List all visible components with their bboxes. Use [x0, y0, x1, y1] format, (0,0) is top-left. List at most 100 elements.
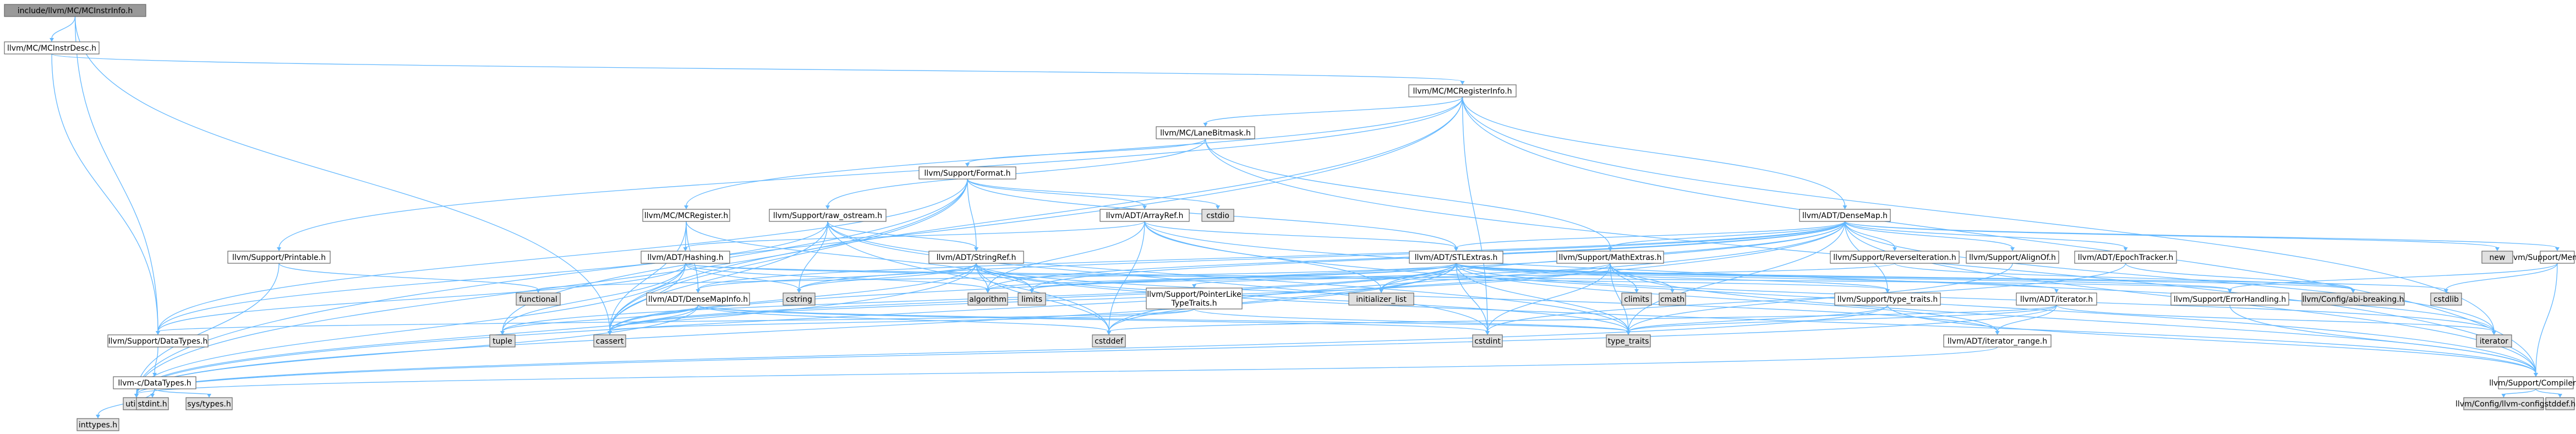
node-typetraitsh[interactable]: llvm/Support/type_traits.h	[1834, 292, 1941, 306]
node-iterrange[interactable]: llvm/ADT/iterator_range.h	[1943, 334, 2052, 348]
node-cmath[interactable]: cmath	[1659, 292, 1686, 306]
node-algorithm[interactable]: algorithm	[967, 292, 1008, 306]
node-box-stlextras	[1409, 251, 1503, 264]
arrowhead-compiler-to-llvmconfig	[2501, 394, 2506, 398]
arrowhead-mathextras-to-cmath	[1670, 289, 1675, 293]
arrowhead-stlextras-to-adtiterator	[2054, 289, 2059, 293]
node-rawostream[interactable]: llvm/Support/raw_ostream.h	[769, 209, 887, 222]
edge-compiler-to-stddef	[2535, 388, 2561, 395]
edge-adtiterator-to-iterrange	[1997, 305, 2057, 332]
node-llvmc[interactable]: llvm-c/DataTypes.h	[113, 376, 196, 389]
arrowhead-adtiterator-to-iterator	[2492, 331, 2496, 335]
node-stlextras[interactable]: llvm/ADT/STLExtras.h	[1409, 251, 1503, 264]
node-limits[interactable]: limits	[1018, 292, 1046, 306]
arrowhead-densemap-to-new	[2495, 247, 2500, 251]
edge-format-to-arrayref	[967, 178, 1145, 207]
node-label-functional: functional	[519, 295, 557, 304]
node-printable[interactable]: llvm/Support/Printable.h	[227, 251, 331, 264]
node-box-new	[2481, 251, 2513, 264]
node-box-initlist	[1348, 292, 1414, 306]
node-datatypes[interactable]: llvm/Support/DataTypes.h	[107, 334, 209, 348]
edge-hashing-to-utility	[136, 263, 686, 395]
edge-epochtracker-to-abibreaking	[2125, 263, 2354, 290]
arrowhead-iterrange-to-utility	[134, 394, 139, 398]
edge-reginfo-to-utility	[136, 96, 1463, 395]
node-densemap[interactable]: llvm/ADT/DenseMap.h	[1799, 209, 1891, 222]
node-iterator[interactable]: iterator	[2476, 334, 2512, 348]
edge-densemapinfo-to-cstdint	[697, 305, 1488, 332]
edge-hashing-to-datatypes	[157, 263, 686, 332]
edge-densemap-to-alignof	[1844, 221, 2013, 248]
edge-reginfo-to-cassert	[609, 96, 1463, 332]
node-cstdint[interactable]: cstdint	[1472, 334, 1503, 348]
node-box-typetraits	[1606, 334, 1651, 348]
arrowhead-reginfo-to-lanebitmask	[1203, 123, 1208, 127]
node-systypes[interactable]: sys/types.h	[185, 397, 233, 410]
node-cstdio[interactable]: cstdio	[1201, 209, 1234, 222]
node-tuple[interactable]: tuple	[489, 334, 516, 348]
edge-llvmc-to-systypes	[154, 388, 210, 395]
node-box-reverseiter	[1830, 251, 1960, 264]
edge-format-to-cassert	[609, 178, 968, 332]
node-format[interactable]: llvm/Support/Format.h	[918, 166, 1016, 180]
arrowhead-stringref-to-cstring	[797, 289, 801, 293]
node-label-mathextras: llvm/Support/MathExtras.h	[1558, 253, 1661, 262]
node-label-iterator: iterator	[2480, 337, 2508, 346]
node-box-typetraitsh	[1834, 292, 1941, 306]
node-densemapinfo[interactable]: llvm/ADT/DenseMapInfo.h	[646, 292, 750, 306]
node-instrdesc[interactable]: llvm/MC/MCInstrDesc.h	[4, 41, 100, 55]
node-errorhandling[interactable]: llvm/Support/ErrorHandling.h	[2170, 292, 2289, 306]
edge-datatypes-to-llvmc	[154, 346, 158, 374]
node-arrayref[interactable]: llvm/ADT/ArrayRef.h	[1100, 209, 1190, 222]
node-label-adtiterator: llvm/ADT/iterator.h	[2020, 295, 2093, 304]
node-inttypes[interactable]: inttypes.h	[76, 418, 119, 431]
edge-lanebitmask-to-rawostream	[827, 138, 1206, 207]
node-stddef[interactable]: stddef.h	[2545, 397, 2575, 410]
node-new[interactable]: new	[2481, 251, 2513, 264]
node-epochtracker[interactable]: llvm/ADT/EpochTracker.h	[2074, 251, 2177, 264]
arrowhead-errorhandling-to-compiler	[2534, 373, 2538, 377]
arrowhead-epochtracker-to-abibreaking	[2351, 289, 2355, 293]
arrowhead-mathextras-to-limits	[1030, 289, 1034, 293]
node-label-typetraits: type_traits	[1608, 337, 1649, 346]
arrowhead-adtiterator-to-cstddef	[1107, 331, 1111, 335]
arrowhead-adtiterator-to-typetraits	[1626, 331, 1631, 335]
node-cstddef[interactable]: cstddef	[1092, 334, 1126, 348]
node-mathextras[interactable]: llvm/Support/MathExtras.h	[1556, 251, 1664, 264]
edge-adtiterator-to-typetraits	[1628, 305, 2057, 332]
node-llvmconfig[interactable]: llvm/Config/llvm-config.h	[2455, 397, 2552, 410]
node-hashing[interactable]: llvm/ADT/Hashing.h	[641, 251, 730, 264]
node-mcregister[interactable]: llvm/MC/MCRegister.h	[642, 209, 730, 222]
arrowhead-format-to-cstdio	[1216, 205, 1220, 209]
node-stringref[interactable]: llvm/ADT/StringRef.h	[928, 251, 1024, 264]
node-cstdlib[interactable]: cstdlib	[2430, 292, 2462, 306]
node-lanebitmask[interactable]: llvm/MC/LaneBitmask.h	[1156, 126, 1255, 139]
node-box-densemapinfo	[646, 292, 750, 306]
arrowhead-pointerlike-to-datatypes	[156, 331, 160, 335]
edge-rawostream-to-datatypes	[157, 221, 828, 332]
node-typetraits[interactable]: type_traits	[1606, 334, 1651, 348]
node-initlist[interactable]: initializer_list	[1348, 292, 1414, 306]
node-functional[interactable]: functional	[516, 292, 561, 306]
edge-densemap-to-stlextras	[1456, 221, 1846, 248]
node-memalloc[interactable]: llvm/Support/MemAlloc.h	[2509, 251, 2576, 264]
node-label-errorhandling: llvm/Support/ErrorHandling.h	[2174, 295, 2286, 304]
edge-hashing-to-typetraitsh	[685, 263, 1888, 290]
node-abibreaking[interactable]: llvm/Config/abi-breaking.h	[2301, 292, 2405, 306]
node-label-pointerlike-line2: TypeTraits.h	[1171, 299, 1217, 308]
node-alignof[interactable]: llvm/Support/AlignOf.h	[1966, 251, 2059, 264]
edge-stlextras-to-typetraitsh	[1456, 263, 1888, 290]
node-label-compiler: llvm/Support/Compiler.h	[2489, 379, 2576, 388]
node-reverseiter[interactable]: llvm/Support/ReverseIteration.h	[1830, 251, 1960, 264]
node-cassert[interactable]: cassert	[593, 334, 626, 348]
node-cstring[interactable]: cstring	[783, 292, 816, 306]
edge-densemap-to-typetraits	[1628, 221, 1846, 332]
node-climits[interactable]: climits	[1621, 292, 1652, 306]
edge-stlextras-to-adtiterator	[1456, 263, 2057, 290]
node-compiler[interactable]: llvm/Support/Compiler.h	[2489, 376, 2576, 389]
node-adtiterator[interactable]: llvm/ADT/iterator.h	[2016, 292, 2097, 306]
node-stdint[interactable]: stdint.h	[136, 397, 169, 410]
node-reginfo[interactable]: llvm/MC/MCRegisterInfo.h	[1408, 84, 1517, 97]
edge-adtiterator-to-iterator	[2056, 305, 2495, 332]
